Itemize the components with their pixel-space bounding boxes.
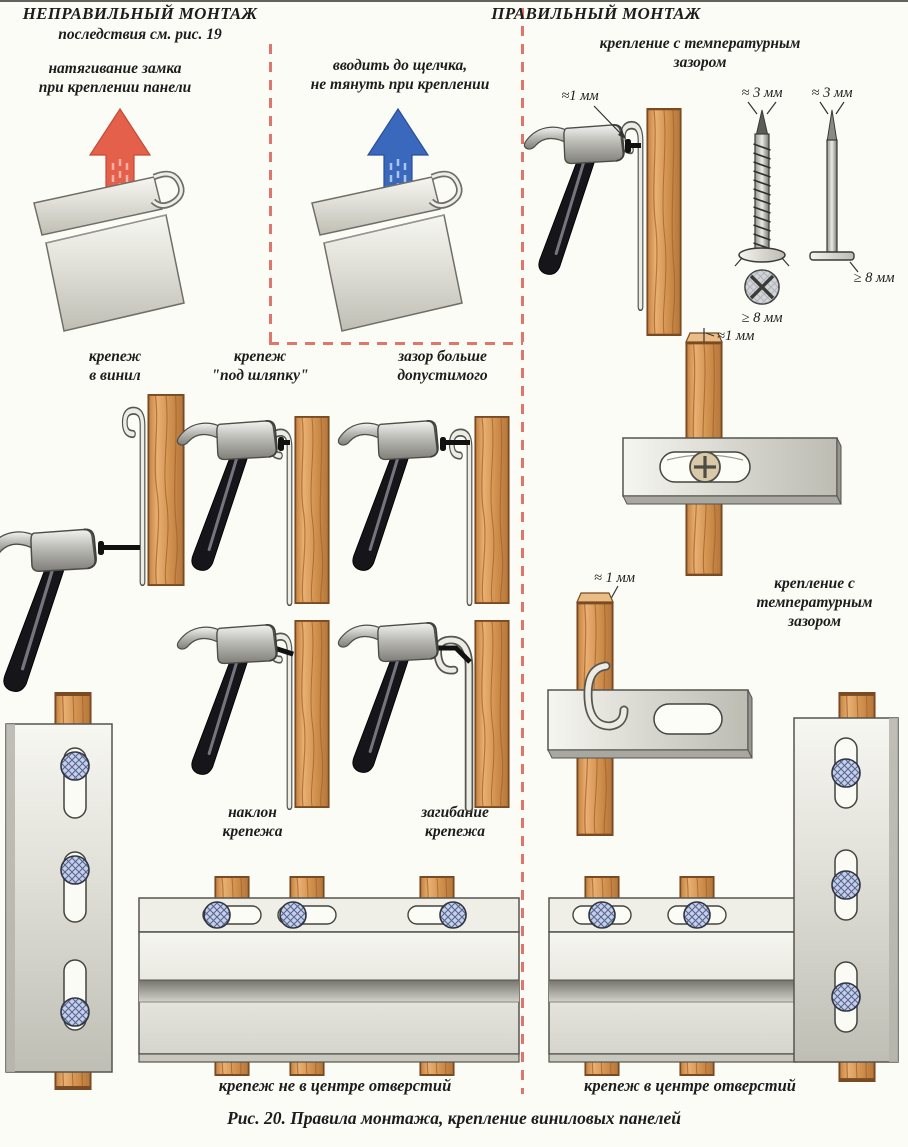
dim-1mm-screw: ≈1 мм — [717, 328, 754, 344]
screw-head-hatched — [831, 758, 861, 788]
illustration-correct-insert-panel — [311, 107, 463, 332]
label-pull-lock: натягивание замка при креплении панели — [38, 60, 192, 96]
wrong-section-title: НЕПРАВИЛЬНЫЙ МОНТАЖ — [22, 4, 258, 23]
panel-bottom-lip — [138, 1053, 520, 1063]
panel-step — [139, 980, 519, 1002]
illustration-temp-gap-screw: ≈1 мм — [622, 328, 842, 576]
wood-stud — [474, 620, 510, 808]
nail — [440, 437, 470, 451]
panel-hook-strip — [452, 433, 470, 603]
wrong-section-subtitle: последствия см. рис. 19 — [58, 26, 222, 43]
divider-horizontal — [269, 342, 523, 345]
panel-hook-strip — [125, 411, 143, 582]
hem-strip — [547, 689, 753, 759]
screw-head-hatched — [60, 855, 90, 885]
label-fastener-into-vinyl: крепеж в винил — [88, 348, 142, 384]
illustration-screw-dimensions: ≈ 3 мм ≥ 8 мм — [734, 85, 790, 326]
label-gap-too-big: зазор больше допустимого — [397, 348, 488, 384]
divider-main-vertical — [521, 8, 524, 1094]
hammer-icon — [522, 123, 626, 276]
screw-head-hatched — [588, 901, 616, 929]
nail-upright — [809, 109, 855, 261]
screw-head-hatched — [831, 870, 861, 900]
dim-nail-head: ≥ 8 мм — [854, 270, 895, 286]
screw-head-hatched — [279, 901, 307, 929]
wood-stud — [474, 416, 510, 604]
panel-step — [549, 980, 797, 1002]
panel-hook-clip — [583, 661, 629, 731]
dim-screw-tip: ≈ 3 мм — [742, 85, 783, 101]
wood-stud — [294, 416, 330, 604]
dim-nail-tip: ≈ 3 мм — [812, 85, 853, 101]
stud-top-cap — [576, 592, 614, 603]
oval-slot — [653, 703, 723, 735]
screw-head-hatched — [831, 982, 861, 1012]
panel-profile — [33, 170, 185, 332]
panel-hook-strip — [623, 125, 641, 307]
label-insert-until-click: вводить до щелчка, не тянуть при креплен… — [310, 57, 490, 93]
wood-stud — [147, 394, 185, 586]
illustration-tilted-fastener — [175, 620, 330, 816]
label-fastener-tight: крепеж "под шляпку" — [211, 348, 309, 384]
wood-stud — [646, 108, 682, 336]
scan-edge-line — [0, 0, 908, 2]
vertical-hem-strip — [5, 723, 113, 1073]
label-temp-gap-top: крепление с температурным зазором — [599, 35, 801, 71]
nail — [98, 541, 140, 555]
hem-strip — [622, 437, 842, 505]
wood-stud — [294, 620, 330, 808]
illustration-temp-gap-clip: ≈ 1 мм — [547, 570, 753, 836]
label-temp-gap-side: крепление с температурным зазором — [756, 575, 873, 630]
illustration-panel-centered — [548, 876, 798, 1076]
hammer-icon — [336, 419, 440, 572]
label-centered: крепеж в центре отверстий — [584, 1076, 796, 1095]
panel-hook-bent — [433, 635, 474, 813]
illustration-gap-too-big — [336, 416, 510, 610]
screw-head-hatched — [60, 751, 90, 781]
label-off-center: крепеж не в центре отверстий — [218, 1076, 452, 1095]
dim-screw-head: ≥ 8 мм — [742, 310, 783, 326]
hammer-icon — [0, 527, 98, 694]
screw-head-hatched — [683, 901, 711, 929]
panel-hook-strip — [272, 637, 290, 807]
screw — [738, 109, 786, 305]
illustration-bent-fastener — [336, 620, 510, 813]
siding-panel — [548, 897, 798, 1063]
divider-topleft-vertical — [269, 44, 272, 342]
illustration-vertical-strip-off-center — [5, 692, 113, 1090]
hammer-icon — [175, 419, 279, 572]
screw-head-phillips — [689, 451, 721, 483]
screw-head-hatched — [60, 997, 90, 1027]
dim-1mm-clip: ≈ 1 мм — [594, 570, 635, 586]
figure-caption: Рис. 20. Правила монтажа, крепление вини… — [227, 1108, 681, 1128]
hammer-icon — [336, 621, 440, 774]
correct-section-title: ПРАВИЛЬНЫЙ МОНТАЖ — [491, 4, 701, 23]
nail — [278, 437, 290, 451]
panel-hook-strip — [272, 433, 290, 603]
label-tilted-fastener: наклон крепежа — [222, 804, 283, 840]
screw-head-hatched — [203, 901, 231, 929]
illustration-fastener-into-vinyl — [0, 394, 185, 694]
panel-profile — [311, 170, 463, 332]
screw-head-hatched — [439, 901, 467, 929]
illustration-wrong-pull-panel — [33, 107, 185, 332]
nail — [625, 139, 641, 153]
illustration-fastener-tight — [175, 416, 330, 610]
panel-bottom-lip — [548, 1053, 798, 1063]
siding-panel — [138, 897, 520, 1063]
hammer-icon — [175, 623, 279, 776]
dim-1mm-gap: ≈1 мм — [561, 88, 598, 104]
illustration-nail-dimensions: ≈ 3 мм ≥ 8 мм — [809, 85, 895, 286]
illustration-temp-gap-hammer: ≈1 мм — [522, 88, 682, 336]
illustration-vertical-strip-centered — [793, 692, 899, 1082]
illustration-panel-off-center — [138, 876, 520, 1076]
